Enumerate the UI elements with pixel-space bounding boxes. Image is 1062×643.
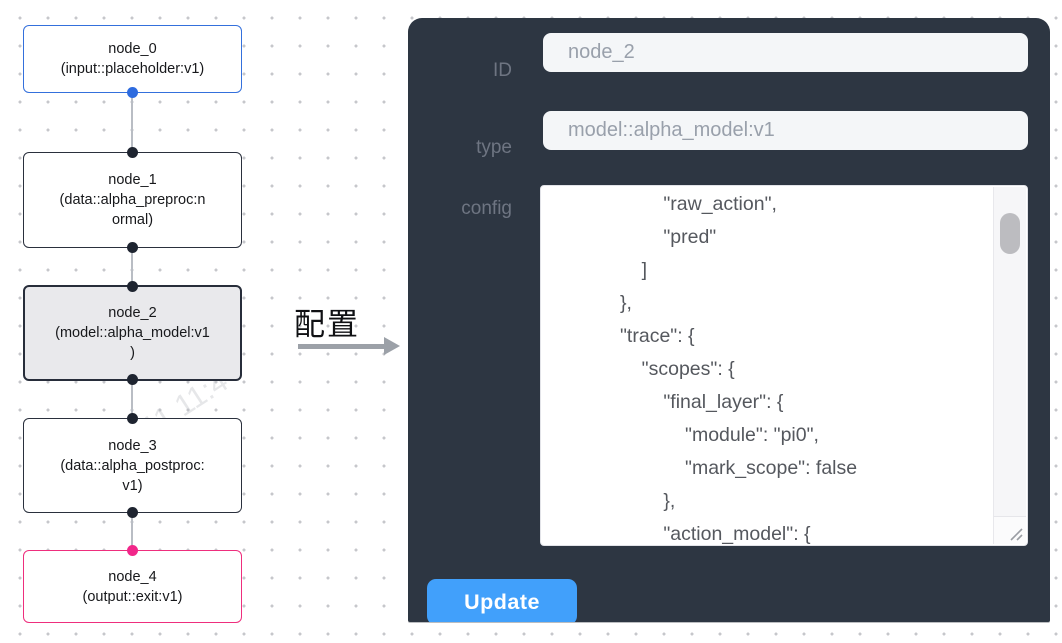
graph-node-node_4[interactable]: node_4 (output::exit:v1) bbox=[23, 545, 242, 623]
config-json-textarea[interactable]: "raw_action", "pred" ] }, "trace": { "sc… bbox=[540, 185, 1028, 546]
config-field-label: config bbox=[461, 198, 512, 219]
graph-node-node_0[interactable]: node_0 (input::placeholder:v1) bbox=[23, 25, 242, 98]
node-label: node_0 (input::placeholder:v1) bbox=[60, 41, 205, 77]
input-port-dot[interactable] bbox=[127, 147, 138, 158]
input-port-dot[interactable] bbox=[127, 413, 138, 424]
output-port-dot[interactable] bbox=[127, 507, 138, 518]
edge-node2-node3 bbox=[131, 381, 133, 418]
edge-node0-node1 bbox=[131, 93, 133, 152]
node-label: node_3 (data::alpha_postproc: v1) bbox=[60, 437, 205, 494]
graph-node-node_3[interactable]: node_3 (data::alpha_postproc: v1) bbox=[23, 413, 242, 518]
id-field-input[interactable]: node_2 bbox=[543, 33, 1028, 72]
node-label: node_4 (output::exit:v1) bbox=[82, 568, 183, 605]
node-label: node_2 (model::alpha_model:v1 ) bbox=[55, 305, 210, 361]
update-button[interactable]: Update bbox=[427, 579, 577, 622]
input-port-dot[interactable] bbox=[127, 281, 138, 292]
type-field-input[interactable]: model::alpha_model:v1 bbox=[543, 111, 1028, 150]
scrollbar-corner bbox=[993, 516, 1026, 544]
input-port-dot[interactable] bbox=[127, 545, 138, 556]
output-port-dot[interactable] bbox=[127, 242, 138, 253]
config-annotation-label: 配置 bbox=[294, 307, 360, 342]
edge-node3-node4 bbox=[131, 513, 133, 550]
config-json-content: "raw_action", "pred" ] }, "trace": { "sc… bbox=[620, 193, 858, 545]
id-field-label: ID bbox=[493, 60, 512, 81]
resize-handle-icon[interactable] bbox=[1007, 525, 1023, 541]
node-config-panel: ID node_2 type model::alpha_model:v1 con… bbox=[408, 18, 1050, 622]
output-port-dot[interactable] bbox=[127, 87, 138, 98]
node-label: node_1 (data::alpha_preproc:n ormal) bbox=[59, 172, 206, 228]
edge-node1-node2 bbox=[131, 248, 133, 285]
type-field-label: type bbox=[476, 137, 512, 158]
vertical-scrollbar-thumb[interactable] bbox=[1000, 213, 1020, 254]
arrow-shaft bbox=[298, 344, 386, 349]
arrow-right-icon bbox=[384, 337, 400, 355]
graph-node-node_2-selected[interactable]: node_2 (model::alpha_model:v1 ) bbox=[23, 281, 242, 385]
vertical-scrollbar-track[interactable] bbox=[993, 187, 1026, 519]
graph-node-node_1[interactable]: node_1 (data::alpha_preproc:n ormal) bbox=[23, 147, 242, 253]
output-port-dot[interactable] bbox=[127, 374, 138, 385]
